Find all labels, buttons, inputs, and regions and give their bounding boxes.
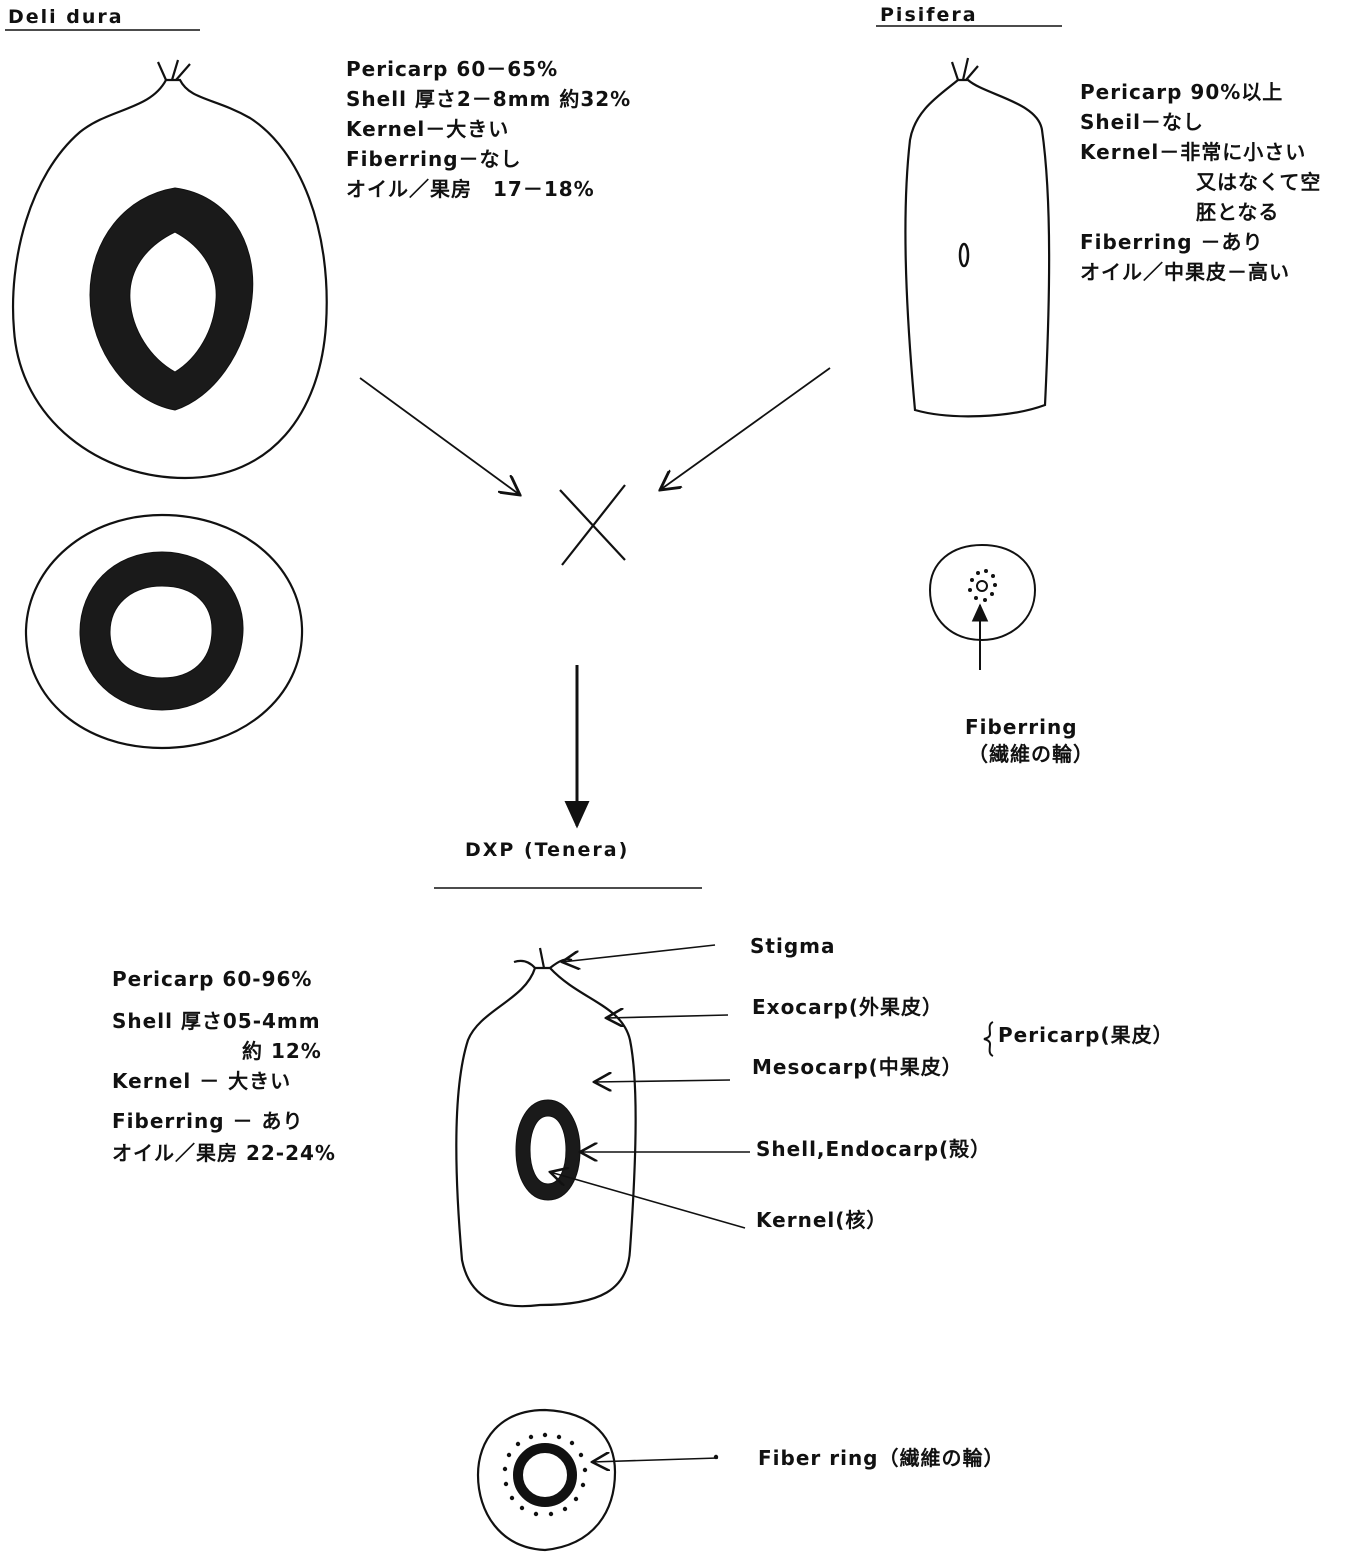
fiber-ring-pointer-tail [714, 1455, 718, 1459]
cross-symbol [560, 485, 625, 565]
tenera-note-pericarp: Pericarp 60-96% [112, 964, 312, 994]
tenera-title: DXP (Tenera) [465, 835, 629, 865]
dura-note-shell: Shell 厚さ2－8mm 約32% [346, 84, 631, 114]
pisifera-note-kernel-cont1: 又はなくて空 [1196, 167, 1321, 197]
pericarp-brace [984, 1022, 993, 1056]
pisifera-note-shell: Sheil－なし [1080, 107, 1204, 137]
label-shell-endocarp: Shell,Endocarp(殻） [756, 1134, 991, 1164]
label-kernel: Kernel(核） [756, 1205, 887, 1235]
pisifera-cross-arrow [660, 368, 830, 490]
pisifera-note-kernel-cont2: 胚となる [1196, 197, 1279, 227]
pisifera-fruit-longitudinal [905, 58, 1049, 416]
pisifera-fiberring-sublabel: （繊維の輪） [968, 739, 1094, 769]
pisifera-note-oil: オイル／中果皮－高い [1080, 257, 1290, 287]
pisifera-note-fiberring: Fiberring －あり [1080, 227, 1264, 257]
label-exocarp: Exocarp(外果皮） [752, 992, 943, 1022]
tenera-note-fiberring: Fiberring － あり [112, 1106, 303, 1136]
pisifera-title: Pisifera [880, 0, 978, 30]
tenera-note-kernel: Kernel － 大きい [112, 1066, 291, 1096]
label-fiber-ring: Fiber ring（繊維の輪） [758, 1443, 1005, 1473]
label-mesocarp: Mesocarp(中果皮） [752, 1052, 963, 1082]
tenera-fruit-longitudinal [456, 948, 635, 1306]
label-stigma: Stigma [750, 931, 835, 961]
tenera-fruit-cross-section [478, 1410, 615, 1550]
dura-title: Deli dura [8, 2, 124, 32]
dura-note-fiberring: Fiberring－なし [346, 144, 522, 174]
dura-fruit-cross-section [26, 515, 302, 748]
pisifera-note-pericarp: Pericarp 90%以上 [1080, 77, 1283, 107]
tenera-note-oil: オイル／果房 22-24% [112, 1138, 336, 1168]
dura-note-pericarp: Pericarp 60－65% [346, 54, 558, 84]
dura-note-oil: オイル／果房 17－18% [346, 174, 595, 204]
pisifera-fruit-cross-section [930, 545, 1035, 670]
exocarp-pointer [606, 1015, 728, 1018]
dura-fruit-longitudinal [13, 60, 327, 478]
stigma-pointer [562, 945, 715, 962]
tenera-note-shell-cont: 約 12% [242, 1036, 322, 1066]
pisifera-note-kernel: Kernel－非常に小さい [1080, 137, 1306, 167]
pisifera-fiberring-label: Fiberring [965, 712, 1078, 742]
label-pericarp: Pericarp(果皮） [998, 1020, 1174, 1050]
dura-cross-arrow [360, 378, 520, 495]
tenera-note-shell: Shell 厚さ05-4mm [112, 1006, 321, 1036]
dura-note-kernel: Kernel－大きい [346, 114, 509, 144]
